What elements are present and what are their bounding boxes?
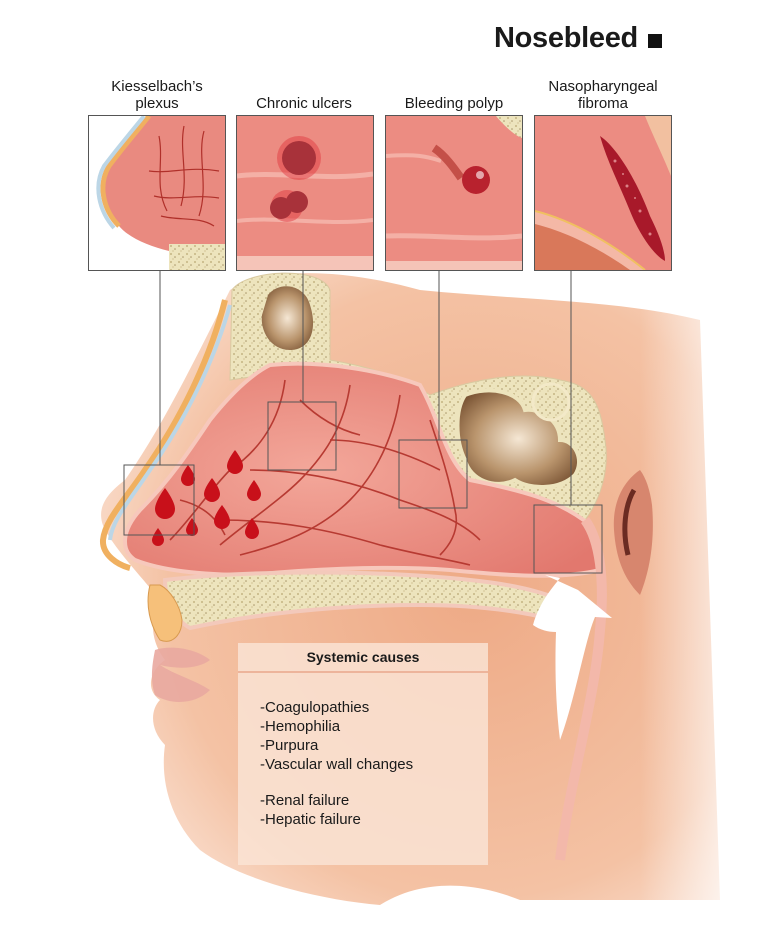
- airflow-arrow: [533, 575, 612, 740]
- blood-vessels: [169, 379, 481, 566]
- label-line: fibroma: [577, 95, 629, 112]
- lips: [151, 647, 210, 702]
- label-chronic-ulcers: Chronic ulcers: [236, 95, 372, 112]
- label-line: Bleeding polyp: [404, 95, 504, 112]
- inset-nasopharyngeal-fibroma: [534, 115, 672, 271]
- nasopharyngeal-fibroma-illustration: [535, 116, 671, 270]
- cause-item: -Hemophilia: [260, 718, 341, 735]
- nasal-cavity-mucosa: [122, 361, 603, 578]
- cause-item: -Coagulopathies: [260, 699, 370, 716]
- title-text: Nosebleed: [494, 22, 638, 54]
- title-square-marker: [647, 33, 662, 48]
- ear: [613, 470, 653, 595]
- diagram-title: Nosebleed: [494, 22, 662, 55]
- cause-item: -Renal failure: [260, 792, 350, 809]
- kiesselbach-plexus-illustration: [96, 116, 225, 270]
- systemic-causes-box: Systemic causes -Coagulopathies -Hemophi…: [238, 643, 488, 865]
- bleeding-polyp-illustration: [386, 116, 522, 270]
- label-kiesselbach: Kiesselbach’s plexus: [92, 78, 222, 112]
- systemic-causes-list: -Coagulopathies -Hemophilia -Purpura -Va…: [238, 673, 488, 829]
- cause-item: -Purpura: [260, 737, 319, 754]
- systemic-causes-heading: Systemic causes: [238, 643, 488, 673]
- label-nasopharyngeal-fibroma: Nasopharyngeal fibroma: [528, 78, 678, 112]
- cause-item: -Vascular wall changes: [260, 756, 414, 773]
- blood-drops: [152, 450, 261, 546]
- list-gap: [260, 774, 488, 791]
- label-line: Nasopharyngeal: [548, 78, 658, 95]
- label-bleeding-polyp: Bleeding polyp: [384, 95, 524, 112]
- sphenoid-sinus: [455, 388, 581, 489]
- nasal-dorsum: [100, 299, 228, 571]
- frontal-sinus: [261, 286, 314, 350]
- inset-bleeding-polyp: [385, 115, 523, 271]
- inset-kiesselbach-plexus: [88, 115, 226, 271]
- inset-chronic-ulcers: [236, 115, 374, 271]
- upper-lip-cartilage: [147, 584, 183, 642]
- callout-lines: [123, 270, 603, 574]
- label-line: Kiesselbach’s: [111, 78, 203, 95]
- cause-item: -Hepatic failure: [260, 811, 361, 828]
- chronic-ulcers-illustration: [237, 116, 373, 270]
- pharynx: [555, 517, 607, 861]
- label-line: Chronic ulcers: [256, 95, 352, 112]
- label-line: plexus: [135, 95, 179, 112]
